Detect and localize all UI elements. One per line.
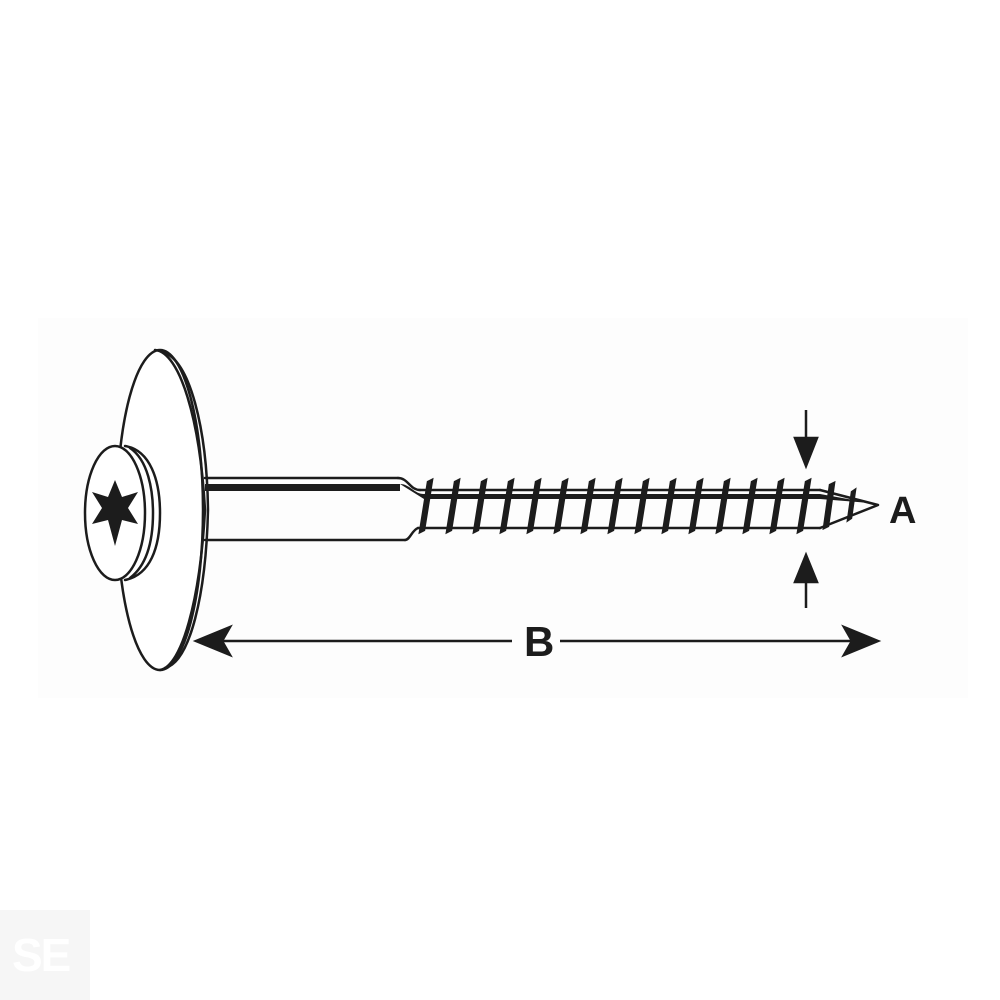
dimension-a-label: A <box>889 490 917 532</box>
watermark-text: SE <box>12 929 71 981</box>
thread-crests <box>418 477 857 535</box>
dimension-a-arrows <box>793 410 819 608</box>
dimension-b-label: B <box>520 618 559 666</box>
torx-star-icon <box>92 480 138 546</box>
watermark-logo: SE <box>0 910 90 1000</box>
dimension-b-arrow <box>192 624 882 658</box>
shank <box>203 476 422 542</box>
